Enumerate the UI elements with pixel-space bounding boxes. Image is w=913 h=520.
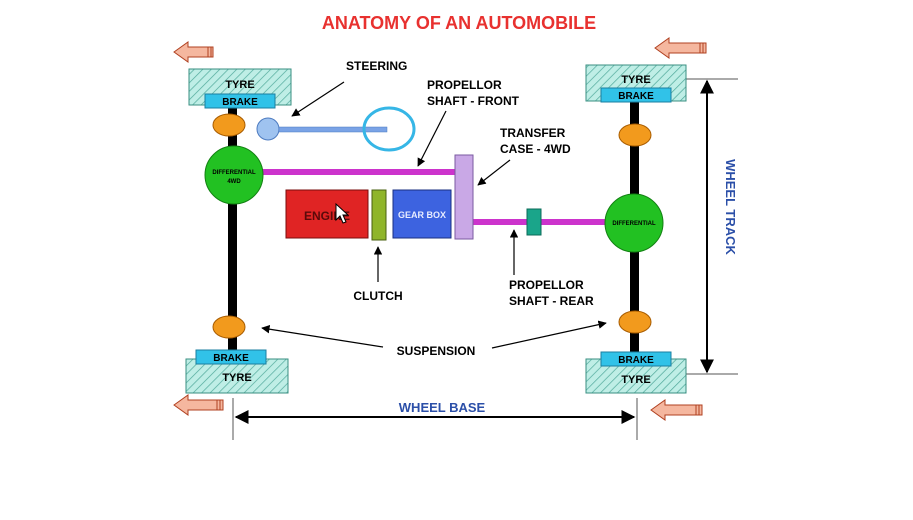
transfer-case-pointer xyxy=(477,159,511,186)
transfer-case-label-line2: CASE - 4WD xyxy=(500,142,571,156)
steering-label: STEERING xyxy=(346,59,407,73)
mouse-cursor-icon xyxy=(335,202,350,224)
brake-label: BRAKE xyxy=(618,91,654,102)
wheel-base-label: WHEEL BASE xyxy=(399,400,486,415)
brake-rear-right xyxy=(600,351,672,367)
rear-differential xyxy=(604,193,664,253)
direction-arrow-bottom-left xyxy=(173,394,224,416)
propeller-front-label-line1: PROPELLOR xyxy=(427,78,502,92)
direction-arrow-bottom-right xyxy=(650,399,703,421)
transfer-case xyxy=(454,154,474,240)
wheel-front-left: TYRE BRAKE xyxy=(188,68,292,109)
propeller-shaft-front xyxy=(262,169,456,175)
gear-box-label: GEAR BOX xyxy=(398,210,446,220)
clutch-plate xyxy=(371,189,387,241)
universal-joint xyxy=(526,208,542,236)
suspension-pointer-right xyxy=(491,320,607,349)
tyre-rear-left xyxy=(185,358,289,394)
propeller-front-label-line2: SHAFT - FRONT xyxy=(427,94,520,108)
steering-knob xyxy=(256,117,280,141)
brake-front-right xyxy=(600,87,672,103)
steering-wheel xyxy=(362,106,416,152)
tyre-label: TYRE xyxy=(621,374,650,386)
wheel-rear-left: BRAKE TYRE xyxy=(185,349,289,394)
engine-block xyxy=(285,189,369,239)
brake-label: BRAKE xyxy=(618,355,654,366)
suspension-front-left xyxy=(212,113,246,137)
propeller-front-pointer xyxy=(417,110,447,167)
left-axle xyxy=(228,98,237,360)
direction-arrow-top-left xyxy=(173,41,214,63)
wheel-track-label: WHEEL TRACK xyxy=(723,159,738,255)
tyre-label: TYRE xyxy=(222,372,251,384)
page-title: ANATOMY OF AN AUTOMOBILE xyxy=(322,13,596,33)
steering-column xyxy=(278,126,388,133)
tyre-label: TYRE xyxy=(225,79,254,91)
transfer-case-label-line1: TRANSFER xyxy=(500,126,566,140)
gear-box xyxy=(392,189,452,239)
front-differential xyxy=(204,145,264,205)
propeller-rear-label-line1: PROPELLOR xyxy=(509,278,584,292)
brake-front-left xyxy=(204,93,276,109)
brake-rear-left xyxy=(195,349,267,365)
wheel-rear-right: BRAKE TYRE xyxy=(585,351,687,394)
suspension-pointer-left xyxy=(261,325,384,348)
wheel-front-right: TYRE BRAKE xyxy=(585,64,687,103)
brake-label: BRAKE xyxy=(213,353,249,364)
steering-pointer xyxy=(291,81,345,117)
front-differential-label: DIFFERENTIAL xyxy=(212,170,256,176)
clutch-label: CLUTCH xyxy=(353,289,402,303)
suspension-label: SUSPENSION xyxy=(397,344,476,358)
suspension-rear-left xyxy=(212,315,246,339)
suspension-front-right xyxy=(618,123,652,147)
direction-arrow-top-right xyxy=(654,37,707,59)
brake-label: BRAKE xyxy=(222,97,258,108)
front-differential-sublabel: 4WD xyxy=(227,179,241,185)
suspension-rear-right xyxy=(618,310,652,334)
propeller-rear-label-line2: SHAFT - REAR xyxy=(509,294,594,308)
tyre-label: TYRE xyxy=(621,74,650,86)
rear-differential-label: DIFFERENTIAL xyxy=(612,221,656,227)
